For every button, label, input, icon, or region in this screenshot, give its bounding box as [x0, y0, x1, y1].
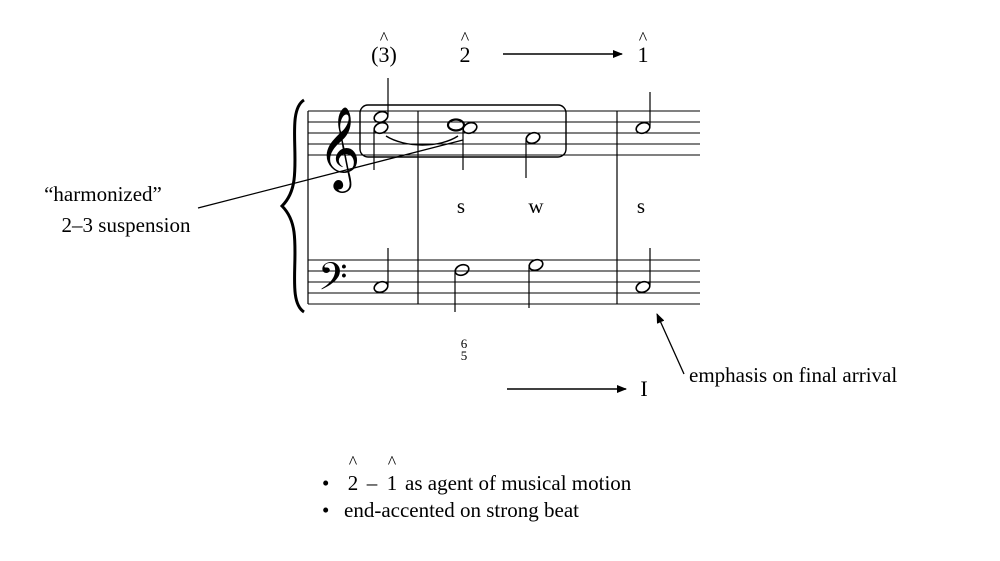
bullet-1-hat-b: ^	[388, 452, 397, 472]
bass-staff	[308, 259, 700, 305]
bullet-1-num-b: 1	[387, 471, 398, 495]
roman-numeral: I	[640, 376, 647, 401]
annotation-emphasis: emphasis on final arrival	[689, 363, 897, 387]
barlines	[307, 111, 618, 304]
figured-bass-upper: 6	[461, 336, 468, 351]
suspension-enclosure	[359, 104, 567, 158]
treble-staff	[308, 110, 700, 156]
degree-middle: 2	[460, 42, 471, 67]
figured-bass-lower: 5	[461, 348, 468, 363]
bullet-1-text: as agent of musical motion	[405, 471, 632, 495]
emphasis-arrow	[656, 313, 685, 375]
degree-right: 1	[638, 42, 649, 67]
degree-hat-middle: ^	[461, 28, 470, 48]
bullet-2-glyph: •	[322, 498, 329, 522]
bullet-1-dash: –	[366, 471, 378, 495]
annotation-suspension-line1: “harmonized”	[44, 182, 162, 206]
degree-hat-right: ^	[639, 28, 648, 48]
grand-staff-brace	[279, 98, 305, 314]
bass-notes	[373, 248, 651, 312]
metric-label-strong-2: s	[637, 194, 645, 218]
metric-label-weak: w	[528, 194, 544, 218]
bullet-1-hat-a: ^	[349, 452, 358, 472]
bullet-1-glyph: •	[322, 471, 329, 495]
bass-clef-icon: 𝄢	[318, 254, 348, 308]
treble-clef-icon: 𝄞	[318, 105, 361, 193]
bullet-1-num-a: 2	[348, 471, 359, 495]
bullet-2-text: end-accented on strong beat	[344, 498, 579, 522]
degree-left: (3)	[371, 42, 397, 67]
treble-notes	[373, 78, 651, 178]
annotation-suspension-line2: 2–3 suspension	[62, 213, 191, 237]
degree-hat-left: ^	[380, 28, 389, 48]
suspension-pointer-line	[197, 139, 464, 209]
metric-label-strong-1: s	[457, 194, 465, 218]
